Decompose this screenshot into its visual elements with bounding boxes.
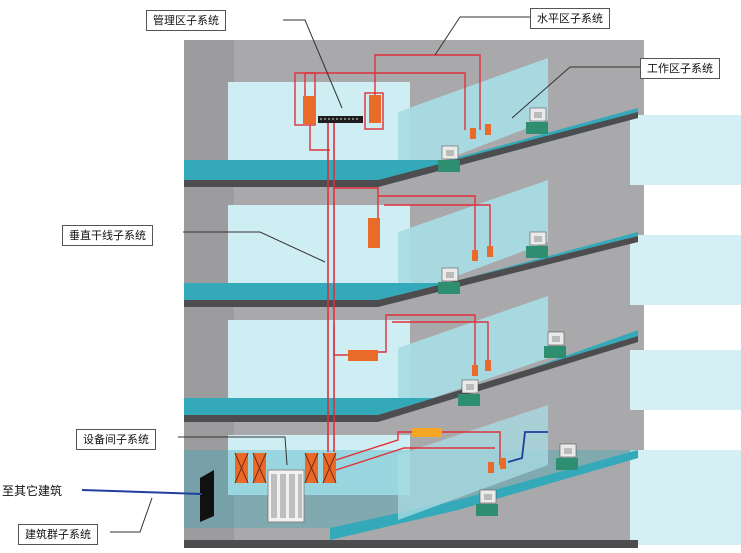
workstation-3a xyxy=(438,267,460,294)
floor-2-distributor xyxy=(348,350,378,361)
distribution-frame-left xyxy=(303,96,315,124)
outlet-2b xyxy=(485,360,491,371)
label-building-group-subsystem: 建筑群子系统 xyxy=(18,524,98,545)
workstation-2b xyxy=(544,331,566,358)
floor-4-partition xyxy=(398,58,548,178)
floor-2-window xyxy=(228,320,410,398)
outlet-4b xyxy=(485,124,491,135)
floor-3-slab-edge xyxy=(184,236,638,307)
backbone-cable xyxy=(327,120,335,452)
floor-4-horizontal-cables xyxy=(304,54,481,151)
label-management-subsystem: 管理区子系统 xyxy=(146,10,226,31)
floor-4-slab-edge xyxy=(184,112,638,187)
floor-2-slab-top xyxy=(184,330,638,415)
label-to-other-building: 至其它建筑 xyxy=(2,484,63,498)
outlet-3b xyxy=(487,246,493,257)
workstation-3b xyxy=(526,231,548,258)
workstation-1a xyxy=(476,489,498,516)
label-vertical-backbone-subsystem: 垂直干线子系统 xyxy=(62,225,153,246)
outlet-2a xyxy=(472,365,478,376)
floor-4-slab-top xyxy=(184,108,638,180)
distribution-frame-right xyxy=(369,95,381,123)
leader-lines xyxy=(110,16,640,533)
label-work-area-subsystem: 工作区子系统 xyxy=(640,58,720,79)
floor-3-distributor xyxy=(368,218,380,248)
floor-2-partition xyxy=(398,296,548,410)
side-glass-4 xyxy=(630,115,741,185)
side-glass-3 xyxy=(630,235,741,305)
floor-1-blue-link xyxy=(507,431,548,463)
management-frame-right xyxy=(364,92,384,130)
server-rack xyxy=(267,469,305,523)
floor-3-window xyxy=(228,205,410,283)
workstation-4b xyxy=(526,107,548,134)
floor-3-horizontal-cables xyxy=(334,187,491,250)
floor-1-coupler xyxy=(412,428,442,437)
ground-slab-edge xyxy=(184,540,638,548)
outlet-1b xyxy=(500,458,506,469)
outlet-3a xyxy=(472,250,478,261)
floor-3-slab-top xyxy=(184,232,638,300)
floor-1-partition xyxy=(398,405,548,520)
workstation-1b xyxy=(556,443,578,470)
label-horizontal-subsystem: 水平区子系统 xyxy=(530,8,610,29)
side-glass-2 xyxy=(630,350,741,410)
outlet-4a xyxy=(470,128,476,139)
side-glass-1 xyxy=(630,450,741,545)
building-link xyxy=(81,489,203,495)
entrance-panel xyxy=(200,470,214,522)
floor-2-horizontal-cables xyxy=(333,314,489,365)
workstation-4a xyxy=(438,145,460,172)
workstation-2a xyxy=(458,379,480,406)
floor-3-partition xyxy=(398,180,548,298)
outlet-1a xyxy=(488,462,494,473)
label-equipment-room-subsystem: 设备间子系统 xyxy=(76,429,156,450)
floor-1-horizontal-cables xyxy=(335,431,501,471)
